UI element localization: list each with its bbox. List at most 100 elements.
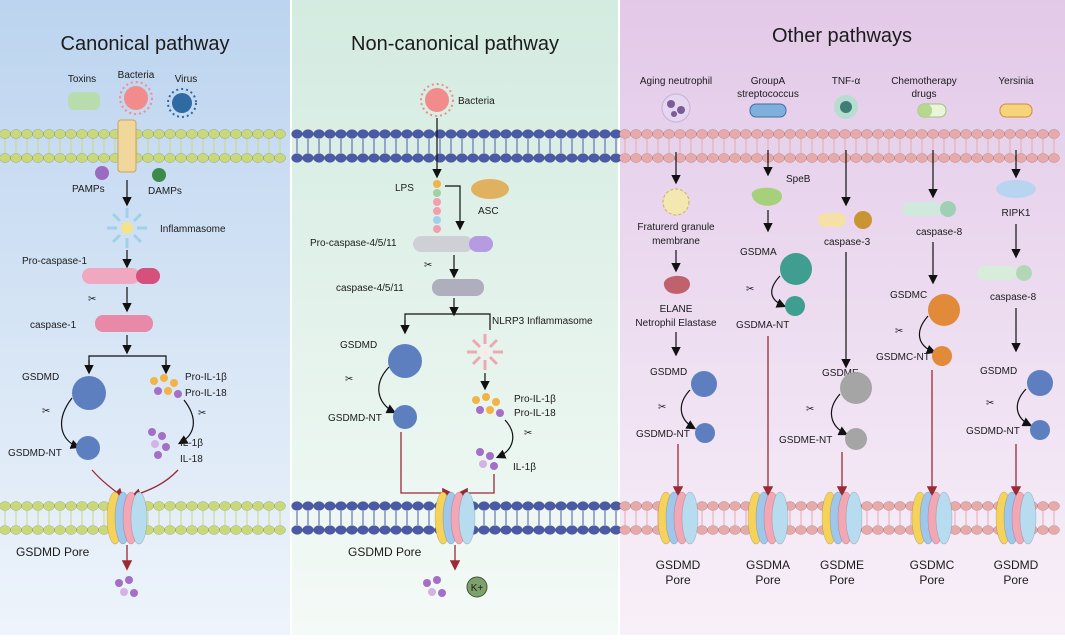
- yersinia-icon: [999, 103, 1033, 118]
- col3-gsdm-nt-label: GSDME-NT: [779, 435, 832, 446]
- gsdmd-nt-label-2: GSDMD-NT: [328, 413, 382, 424]
- scissors-icon-6: ✂: [524, 428, 532, 439]
- asc-label: ASC: [478, 206, 499, 217]
- gsdmd-pore-label-2: GSDMD Pore: [348, 545, 422, 559]
- gsdmd-label-2: GSDMD: [340, 340, 377, 351]
- caspase-8-icon: [902, 202, 942, 216]
- ripk1-icon: [996, 180, 1036, 198]
- granule-label-b: membrane: [652, 236, 700, 247]
- tnf-cell-icon: [834, 95, 858, 119]
- toxins-label: Toxins: [68, 74, 96, 85]
- kplus-label: K+: [471, 583, 484, 594]
- col4-gsdm-nt-label: GSDMC-NT: [876, 352, 930, 363]
- pamps-icon: [95, 166, 109, 180]
- aging-neutrophil-label: Aging neutrophil: [640, 76, 712, 87]
- gsdmd-label: GSDMD: [22, 372, 59, 383]
- damps-icon: [152, 168, 166, 182]
- col3-pore-label-b: Pore: [829, 573, 855, 587]
- elane-icon: [663, 275, 690, 294]
- tnf-label: TNF-α: [832, 76, 861, 87]
- pro-caspase-1-domain: [136, 268, 160, 284]
- il1b-label-2: IL-1β: [513, 462, 536, 473]
- receptor-channel: [117, 119, 137, 173]
- chemo-label-b: drugs: [911, 89, 936, 100]
- canonical-title: Canonical pathway: [61, 33, 230, 55]
- col5-pore-label-b: Pore: [1003, 573, 1029, 587]
- pamps-label: PAMPs: [72, 184, 105, 195]
- col1-pore-label-b: Pore: [665, 573, 691, 587]
- col1-gsdm-nt-icon: [695, 423, 715, 443]
- granule-label-a: Fraturerd granule: [637, 222, 715, 233]
- chemo-pill-icon: [917, 103, 947, 118]
- speb-icon: [751, 187, 782, 206]
- scissors-icon-10: ✂: [895, 326, 903, 337]
- virus-label: Virus: [175, 74, 198, 85]
- elane-label-a: ELANE: [660, 304, 693, 315]
- lps-label: LPS: [395, 183, 414, 194]
- caspase-8-domain: [940, 201, 956, 217]
- scissors-icon-5: ✂: [345, 374, 353, 385]
- strep-label-b: streptococcus: [737, 89, 799, 100]
- col2-gsdm-icon: [780, 253, 812, 285]
- mature-cytokines-icon-2: [476, 448, 498, 470]
- caspase-3-icon: [818, 213, 846, 227]
- gsdmd-icon-2: [388, 344, 422, 378]
- col2-gsdm-nt-label: GSDMA-NT: [736, 320, 789, 331]
- gsdmd-nt-label: GSDMD-NT: [8, 448, 62, 459]
- col1-pore: [657, 491, 699, 545]
- nlrp3-label: NLRP3 Inflammasome: [492, 316, 593, 327]
- asc-icon: [471, 179, 509, 199]
- pro-il18-label: Pro-IL-18: [185, 388, 227, 399]
- pro-il1b-label-2: Pro-IL-1β: [514, 394, 556, 405]
- other-content: Aging neutrophil Fraturerd granule membr…: [635, 76, 1053, 587]
- ripk1-label: RIPK1: [1002, 208, 1031, 219]
- col1-gsdm-nt-label: GSDMD-NT: [636, 429, 690, 440]
- col3-pore-label-a: GSDME: [820, 558, 864, 572]
- caspase-8-icon-2: [977, 266, 1017, 280]
- toxins-icon: [68, 92, 100, 110]
- col1-gsdm-label: GSDMD: [650, 367, 687, 378]
- col3-pore: [821, 491, 863, 545]
- col4-gsdm-label: GSDMC: [890, 290, 927, 301]
- gsdmd-nt-icon-2: [393, 405, 417, 429]
- caspase-1-icon: [95, 315, 153, 332]
- col5-pore-label-a: GSDMD: [994, 558, 1039, 572]
- noncanonical-title: Non-canonical pathway: [351, 33, 559, 55]
- col4-pore-label-b: Pore: [919, 573, 945, 587]
- bacteria-icon: [119, 81, 153, 115]
- scissors-icon: ✂: [88, 294, 96, 305]
- pro-cytokines-icon: [150, 374, 182, 398]
- chemo-label-a: Chemotherapy: [891, 76, 957, 87]
- nlrp3-inflammasome-icon: [467, 334, 503, 370]
- inflammasome-label: Inflammasome: [160, 224, 226, 235]
- col3-gsdm-icon: [840, 372, 872, 404]
- mature-cytokines-icon: [148, 428, 170, 459]
- noncanonical-content: Bacteria LPS ASC Pro-caspase-4/5/11 ✂ ca…: [310, 83, 593, 598]
- col3-gsdm-label: GSDME: [822, 368, 859, 379]
- scissors-icon-7: ✂: [658, 402, 666, 413]
- scissors-icon-11: ✂: [986, 398, 994, 409]
- col2-pore-label-a: GSDMA: [746, 558, 790, 572]
- il1b-label: IL-1β: [180, 438, 203, 449]
- scissors-icon-2: ✂: [42, 406, 50, 417]
- pro-caspase-icon-2: [413, 236, 473, 252]
- col5-gsdm-label: GSDMD: [980, 366, 1017, 377]
- streptococcus-icon: [749, 103, 787, 118]
- released-cytokines-icon-2: [423, 576, 446, 597]
- col5-gsdm-icon: [1027, 370, 1053, 396]
- col2-pore-label-b: Pore: [755, 573, 781, 587]
- pro-cytokines-icon-2: [472, 393, 504, 417]
- caspase-3-label: caspase-3: [824, 237, 871, 248]
- elane-label-b: Netrophil Elastase: [635, 318, 717, 329]
- other-title: Other pathways: [772, 25, 912, 47]
- col4-pore: [911, 491, 953, 545]
- pro-caspase-domain-2: [469, 236, 493, 252]
- caspase-8-domain-2: [1016, 265, 1032, 281]
- scissors-icon-3: ✂: [198, 408, 206, 419]
- bacteria-label-2: Bacteria: [458, 96, 495, 107]
- col5-pore: [995, 491, 1037, 545]
- col2-pore: [747, 491, 789, 545]
- caspase-1-label: caspase-1: [30, 320, 77, 331]
